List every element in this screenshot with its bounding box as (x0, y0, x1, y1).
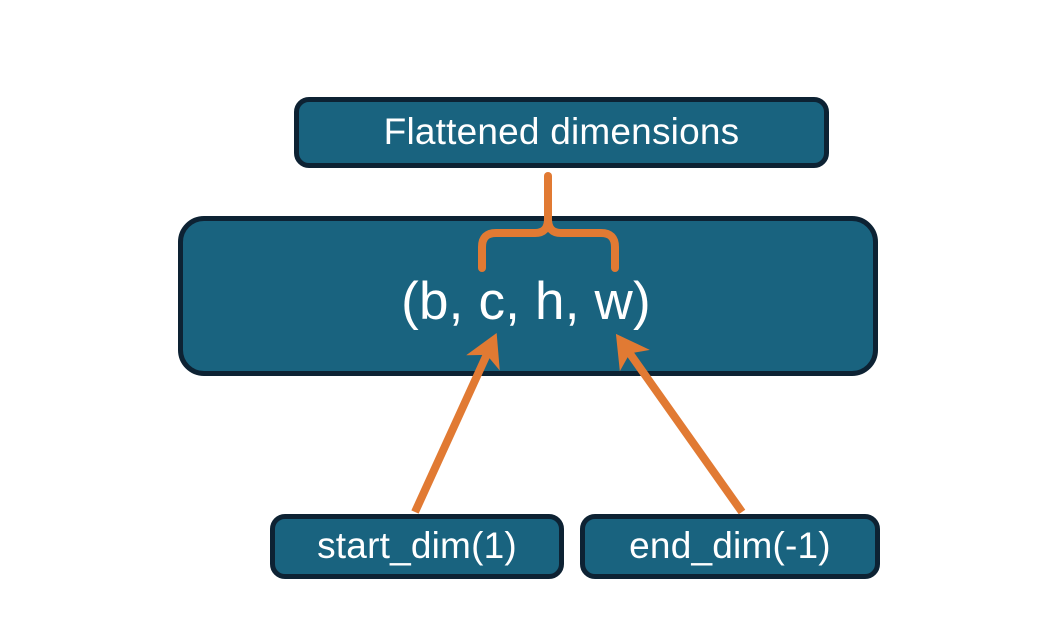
end-dim-node[interactable]: end_dim(-1) (580, 514, 880, 579)
tensor-shape-label: (b, c, h, w) (401, 272, 651, 332)
start-dim-node[interactable]: start_dim(1) (270, 514, 564, 579)
tensor-shape-node[interactable]: (b, c, h, w) (178, 216, 878, 376)
flattened-dimensions-node[interactable]: Flattened dimensions (294, 97, 829, 168)
start-dim-label: start_dim(1) (317, 525, 517, 567)
end-dim-label: end_dim(-1) (629, 525, 831, 567)
flattened-dimensions-label: Flattened dimensions (383, 111, 740, 153)
